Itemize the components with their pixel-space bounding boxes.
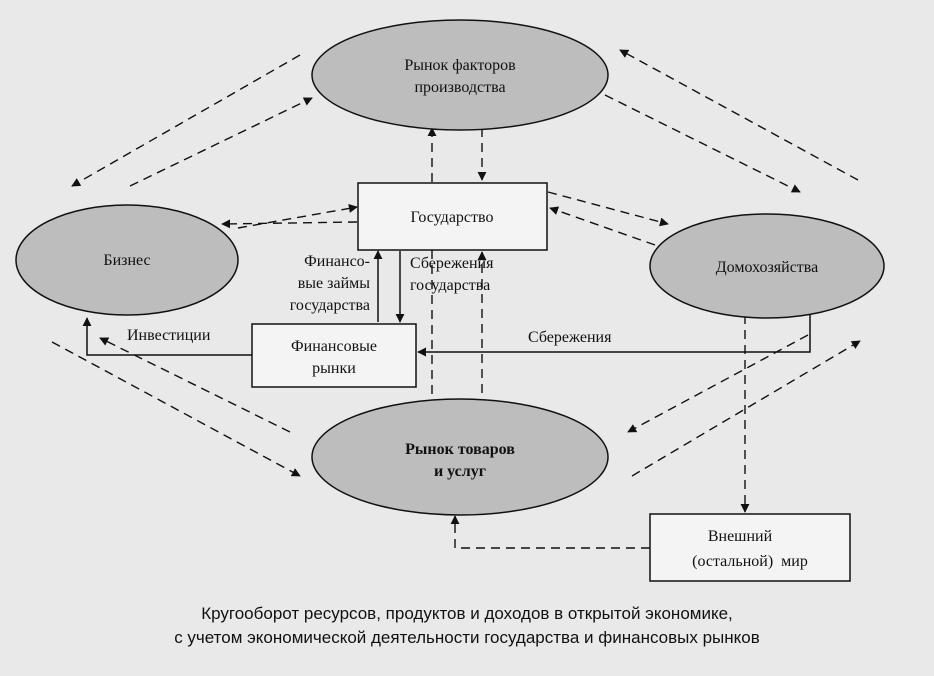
business-node: Бизнес	[15, 204, 239, 316]
financial-markets-label-2: рынки	[312, 360, 356, 377]
flow-business-to-gov	[237, 203, 358, 229]
business-label: Бизнес	[103, 252, 150, 269]
gov-loans-label-1: Финансо-	[304, 253, 370, 270]
government-label: Государство	[411, 209, 494, 226]
factor-market-label-2: производства	[414, 79, 505, 96]
flow-gov-to-households	[547, 191, 669, 227]
foreign-world-label-2: (остальной) мир	[692, 553, 808, 570]
caption-line-1: Кругооборот ресурсов, продуктов и доходо…	[201, 604, 733, 623]
flow-goods-to-households	[631, 340, 861, 477]
flow-factor-to-households	[604, 94, 801, 193]
gov-loans-label-3: государства	[290, 297, 370, 314]
foreign-world-label-1: Внешний	[708, 528, 773, 545]
gov-loans-label-2: вые займы	[298, 275, 371, 292]
flow-households-to-gov	[549, 206, 656, 246]
goods-market-label-2: и услуг	[434, 463, 486, 480]
investments-label: Инвестиции	[127, 327, 211, 344]
flow-goods-to-business	[99, 337, 291, 433]
savings-arrow	[417, 300, 811, 357]
government-node: Государство	[357, 182, 548, 251]
caption-line-2: с учетом экономической деятельности госу…	[174, 628, 760, 647]
gov-loans-label: Финансо- вые займы государства	[290, 253, 370, 314]
flow-households-to-factor	[619, 49, 859, 181]
financial-markets-node: Финансовые рынки	[251, 323, 417, 388]
gov-savings-label: Сбережения государства	[410, 255, 494, 294]
solid-flows	[82, 250, 811, 357]
investments-arrow	[82, 317, 252, 356]
flow-gov-to-business	[221, 219, 358, 229]
flow-business-to-factor	[129, 97, 313, 187]
flow-business-to-goods	[51, 341, 301, 477]
households-label: Домохозяйства	[716, 259, 819, 276]
gov-savings-label-2: государства	[410, 277, 490, 294]
gov-savings-label-1: Сбережения	[410, 255, 494, 272]
goods-market-node: Рынок товаров и услуг	[311, 398, 609, 516]
flow-world-to-goods	[450, 515, 650, 549]
foreign-world-node: Внешний (остальной) мир	[649, 513, 851, 582]
financial-markets-label-1: Финансовые	[291, 338, 377, 355]
factor-market-node: Рынок факторов производства	[311, 19, 609, 131]
factor-market-label-1: Рынок факторов	[404, 57, 516, 74]
figure-caption: Кругооборот ресурсов, продуктов и доходо…	[0, 604, 934, 648]
flow-households-to-goods	[627, 334, 809, 433]
dashed-flows	[51, 49, 861, 549]
households-node: Домохозяйства	[649, 213, 885, 319]
savings-label: Сбережения	[528, 329, 612, 346]
goods-market-label-1: Рынок товаров	[405, 441, 515, 458]
